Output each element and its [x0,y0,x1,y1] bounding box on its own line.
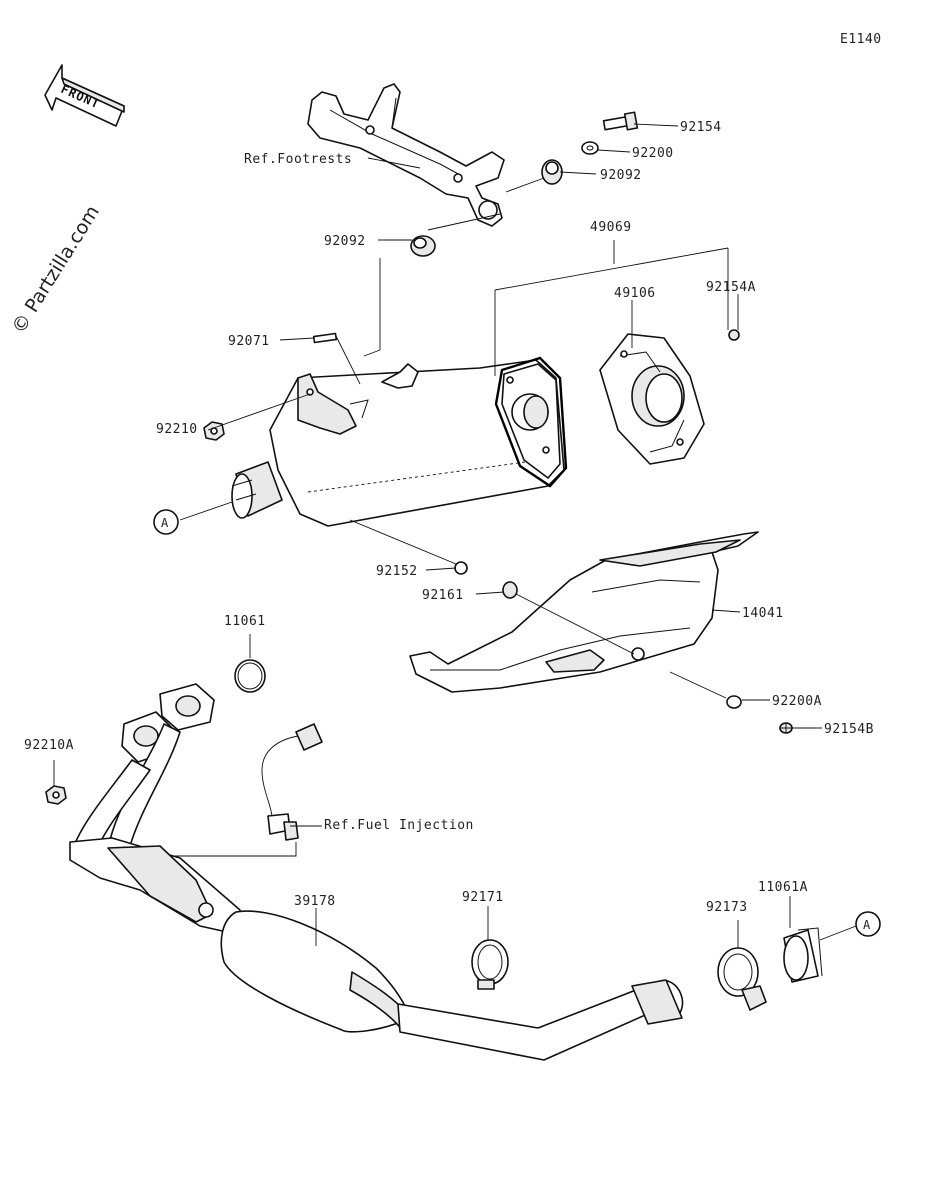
nut-92210 [203,421,225,441]
clamp-92173 [717,947,767,1011]
label-39178: 39178 [294,894,336,909]
washer-92200 [581,141,599,155]
label-92210A: 92210A [24,738,74,753]
label-92154: 92154 [680,120,722,135]
leader-lines [53,123,857,948]
label-49106: 49106 [614,286,656,301]
stud-92071 [312,332,338,344]
label-92200A: 92200A [772,694,822,709]
label-92071: 92071 [228,334,270,349]
watermark: © Partzilla.com [8,202,104,338]
screw-92154A [728,329,740,341]
label-92171: 92171 [462,890,504,905]
label-11061: 11061 [224,614,266,629]
diagram-code: E1140 [840,32,882,47]
label-92154A: 92154A [706,280,756,295]
screw-92154B [779,722,793,734]
damper-92092-right [541,159,563,185]
callout-a-right: A [855,911,881,937]
bolt-92154 [602,111,639,131]
nut-92210A [45,785,67,805]
label-ref-fuel-injection: Ref.Fuel Injection [324,818,474,833]
label-14041: 14041 [742,606,784,621]
damper-92161 [502,581,518,599]
label-92092-left: 92092 [324,234,366,249]
clamp-92171 [471,939,509,990]
washer-92152 [454,561,468,575]
exhaust-pipe-39178 [69,683,684,1061]
label-92173: 92173 [706,900,748,915]
damper-92092-left [410,235,436,257]
label-49069: 49069 [590,220,632,235]
label-92154B: 92154B [824,722,874,737]
label-ref-footrests: Ref.Footrests [244,152,352,167]
label-92161: 92161 [422,588,464,603]
muffler-cover-49106 [599,333,705,465]
label-92092-right: 92092 [600,168,642,183]
muffler-49069 [231,356,568,527]
callout-a-left: A [153,509,179,535]
label-92152: 92152 [376,564,418,579]
label-92210: 92210 [156,422,198,437]
washer-92200A [726,695,742,709]
svg-text:A: A [161,516,169,530]
front-arrow-icon: FRONT [44,64,125,127]
label-92200: 92200 [632,146,674,161]
svg-text:A: A [863,918,871,932]
heat-guard-14041 [409,531,759,693]
gasket-11061A [783,927,823,983]
footrest-bracket [307,83,505,227]
label-11061A: 11061A [758,880,808,895]
gasket-11061 [234,659,266,693]
oxygen-sensor [261,723,323,841]
